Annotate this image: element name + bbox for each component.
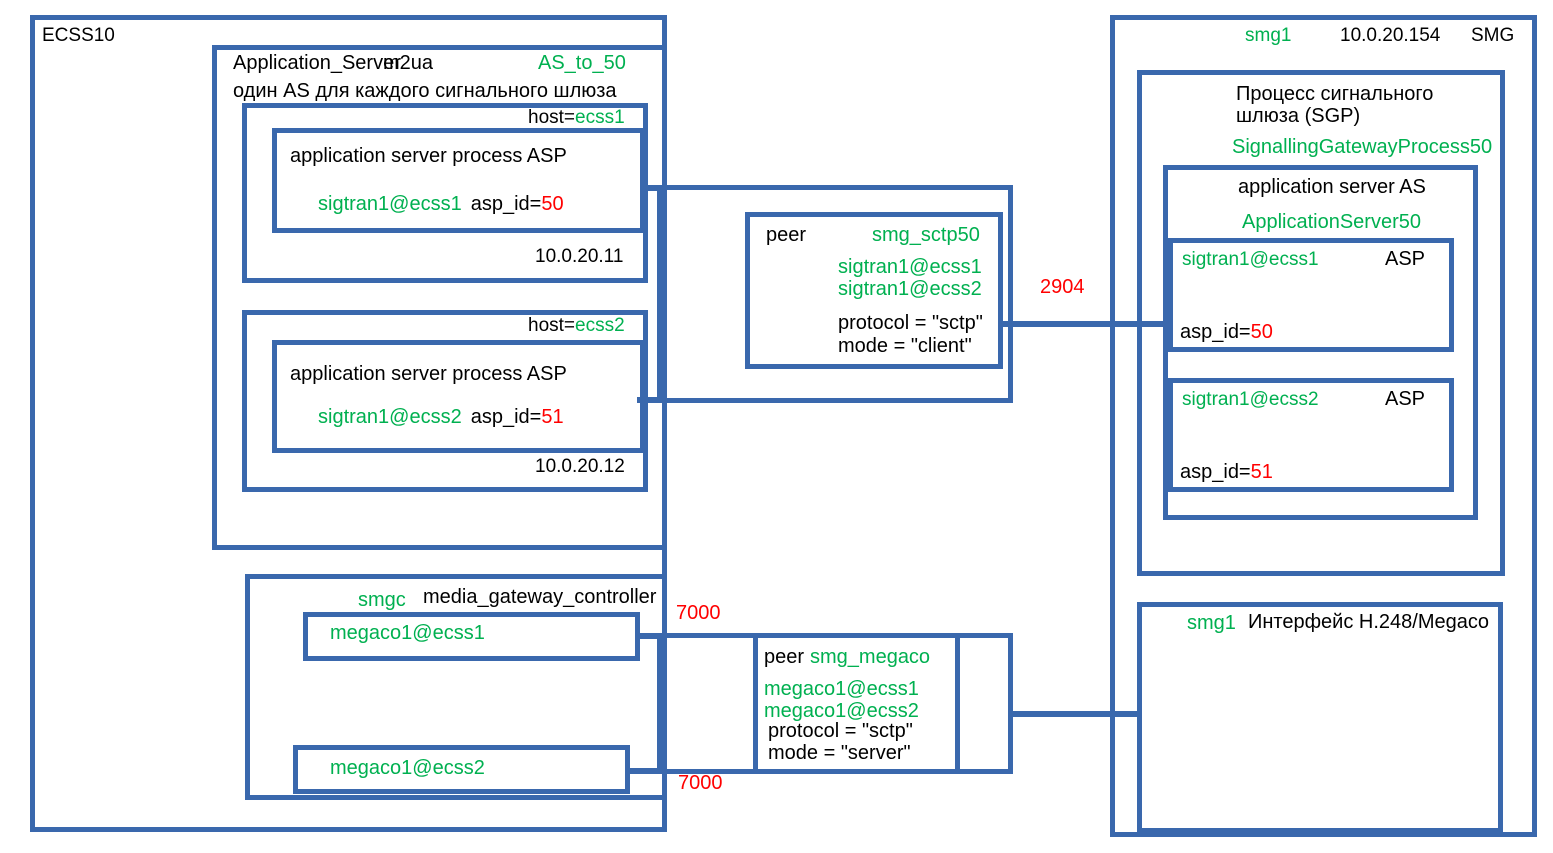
- asp-id-line-ecss1: sigtran1@ecss1 asp_id=50: [318, 192, 564, 217]
- asp-id-label-ecss1: asp_id=: [470, 193, 542, 215]
- host-box-ecss1: [242, 103, 648, 283]
- application-server-note: один AS для каждого сигнального шлюза: [233, 80, 617, 102]
- megaco-peer-mode: mode = "server": [768, 742, 911, 764]
- asp-endpoint-ecss2: sigtran1@ecss2: [318, 406, 462, 428]
- sgp-name: SignallingGatewayProcess50: [1232, 136, 1493, 158]
- smg-as-name: ApplicationServer50: [1242, 211, 1421, 233]
- application-server-name: Application_Server: [233, 52, 401, 74]
- smg-asp-id-line-1: asp_id=50: [1180, 320, 1273, 345]
- asp-id-line-ecss2: sigtran1@ecss2 asp_id=51: [318, 405, 564, 430]
- smg-asp-id-value-2: 51: [1250, 461, 1273, 483]
- connector-asp1-stub: [640, 185, 662, 191]
- smg-megaco-interface-name: smg1: [1187, 612, 1236, 634]
- smg-megaco-interface-box: [1137, 602, 1503, 833]
- host-label-ecss2: host=ecss2: [528, 314, 625, 338]
- connector-megaco1-stub: [637, 633, 662, 639]
- smg-title: SMG: [1471, 25, 1515, 46]
- megaco-endpoint-1: megaco1@ecss1: [330, 622, 485, 644]
- asp-endpoint-ecss1: sigtran1@ecss1: [318, 193, 462, 215]
- smgc-box: [245, 574, 667, 800]
- asp-id-value-ecss2: 51: [541, 406, 564, 428]
- sgp-title-line2: шлюза (SGP): [1236, 105, 1361, 127]
- host-ip-ecss2: 10.0.20.12: [535, 456, 625, 477]
- smg-asp-endpoint-2: sigtran1@ecss2: [1182, 389, 1319, 410]
- host-ip-ecss1: 10.0.20.11: [535, 246, 624, 267]
- megaco-peer-protocol: protocol = "sctp": [768, 720, 913, 742]
- sctp-peer-container-box: [657, 185, 1013, 403]
- smg-ip: 10.0.20.154: [1340, 25, 1441, 46]
- ecss10-title: ECSS10: [42, 25, 115, 46]
- smg-as-title: application server AS: [1238, 176, 1426, 198]
- connector-megaco2-stub: [627, 768, 662, 774]
- smg-asp-id-line-2: asp_id=51: [1180, 460, 1273, 485]
- smg-asp-id-label-2: asp_id=: [1180, 461, 1251, 483]
- smg-box: [1110, 15, 1537, 837]
- sctp-peer-box: [745, 212, 1003, 369]
- megaco-peer-label: peer: [764, 646, 805, 668]
- smgc-type: media_gateway_controller: [423, 586, 657, 608]
- megaco-peer-endpoint-2: megaco1@ecss2: [764, 700, 919, 722]
- smg-asp-id-label-1: asp_id=: [1180, 321, 1251, 343]
- sctp-peer-label: peer: [766, 224, 807, 246]
- port-label-7000-top: 7000: [676, 602, 721, 624]
- sctp-peer-endpoint-2: sigtran1@ecss2: [838, 278, 982, 300]
- asp-box-ecss2: [272, 340, 645, 453]
- megaco-peer-name: smg_megaco: [810, 646, 931, 668]
- application-server-as-name: AS_to_50: [538, 52, 626, 74]
- sgp-title-line1: Процесс сигнального: [1236, 83, 1434, 105]
- smg-asp-box-1: [1168, 238, 1454, 352]
- megaco-endpoint-2: megaco1@ecss2: [330, 757, 485, 779]
- smg-as-box: [1163, 165, 1478, 520]
- host-label-prefix: host=: [528, 315, 576, 336]
- asp-id-label-ecss2: asp_id=: [470, 406, 542, 428]
- port-label-2904: 2904: [1040, 276, 1085, 298]
- asp-title-ecss1: application server process ASP: [290, 145, 567, 167]
- connector-asp2-stub: [637, 397, 662, 403]
- host-label-prefix: host=: [528, 107, 576, 128]
- smg-asp-label-1: ASP: [1385, 248, 1426, 270]
- sctp-peer-endpoint-1: sigtran1@ecss1: [838, 256, 982, 278]
- application-server-box: [212, 45, 667, 550]
- smg-asp-box-2: [1168, 378, 1454, 492]
- application-server-type: m2ua: [383, 52, 434, 74]
- sctp-peer-protocol: protocol = "sctp": [838, 312, 983, 334]
- megaco-peer-box: [753, 633, 960, 774]
- smgc-name: smgc: [358, 589, 406, 611]
- port-label-7000-bottom: 7000: [678, 772, 723, 794]
- smg-asp-endpoint-1: sigtran1@ecss1: [1182, 249, 1319, 270]
- smg-megaco-interface-title: Интерфейс H.248/Megaco: [1248, 611, 1489, 633]
- sctp-peer-mode: mode = "client": [838, 335, 972, 357]
- host-label-value: ecss1: [575, 107, 625, 128]
- smg-name: smg1: [1245, 25, 1292, 46]
- asp-title-ecss2: application server process ASP: [290, 363, 567, 385]
- connector-megaco-link: [1008, 711, 1140, 717]
- connector-sctp-link: [1000, 321, 1168, 327]
- host-label-value: ecss2: [575, 315, 625, 336]
- host-label-ecss1: host=ecss1: [528, 106, 625, 130]
- megaco-peer-endpoint-1: megaco1@ecss1: [764, 678, 919, 700]
- sctp-peer-name: smg_sctp50: [872, 224, 980, 246]
- smg-asp-label-2: ASP: [1385, 388, 1426, 410]
- smg-asp-id-value-1: 50: [1250, 321, 1273, 343]
- asp-id-value-ecss1: 50: [541, 193, 564, 215]
- asp-box-ecss1: [272, 128, 645, 233]
